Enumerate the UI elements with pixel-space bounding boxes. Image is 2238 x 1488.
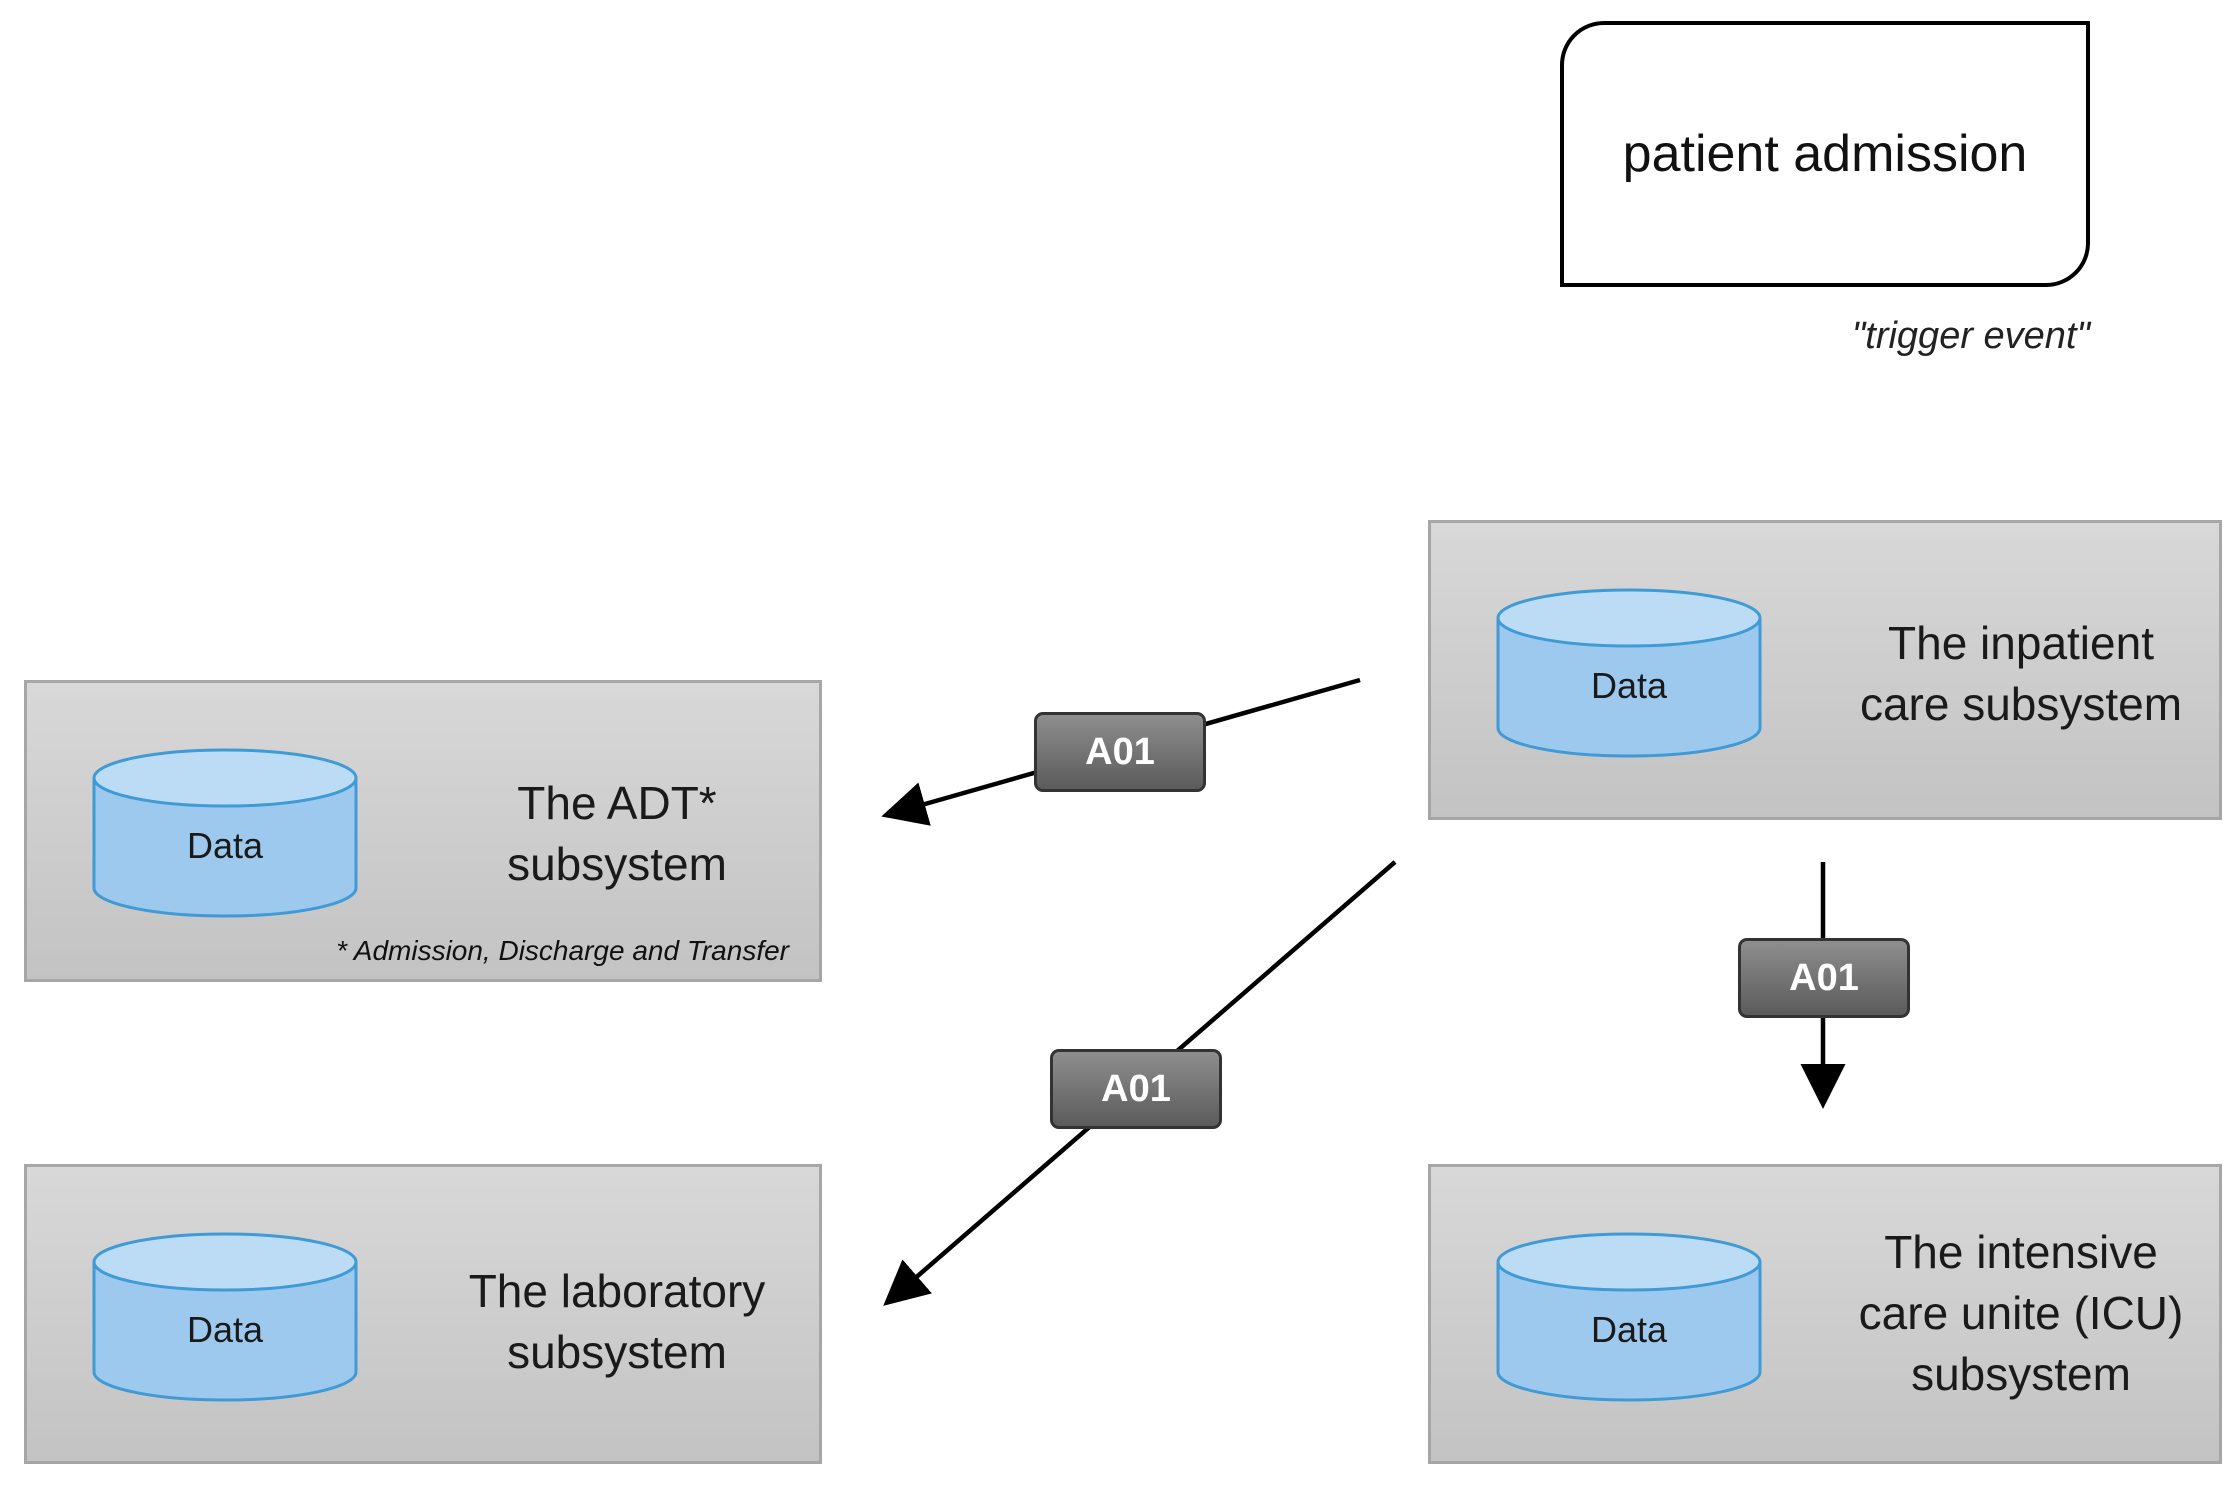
icu-subsystem-name: The intensive care unite (ICU) subsystem — [1811, 1222, 2231, 1405]
trigger-event-caption: "trigger event" — [1851, 315, 2090, 357]
trigger-event-box: patient admission — [1560, 21, 2090, 287]
adt-name-line1: The ADT* — [517, 777, 717, 829]
database-label: Data — [187, 825, 264, 866]
adt-subsystem: Data The ADT* subsystem * Admission, Dis… — [24, 680, 822, 982]
laboratory-subsystem-name: The laboratory subsystem — [407, 1261, 827, 1383]
adt-subsystem-name: The ADT* subsystem — [407, 773, 827, 895]
database-label: Data — [187, 1309, 264, 1350]
message-tag-a01-laboratory: A01 — [1050, 1049, 1222, 1129]
icu-subsystem: Data The intensive care unite (ICU) subs… — [1428, 1164, 2222, 1464]
inpatient-name-line1: The inpatient — [1888, 617, 2154, 669]
inpatient-care-subsystem: Data The inpatient care subsystem — [1428, 520, 2222, 820]
database-cylinder-icon: Data — [1496, 1232, 1762, 1402]
icu-name-line3: subsystem — [1911, 1348, 2131, 1400]
icu-name-line2: care unite (ICU) — [1858, 1287, 2184, 1339]
laboratory-name-line2: subsystem — [507, 1326, 727, 1378]
laboratory-subsystem: Data The laboratory subsystem — [24, 1164, 822, 1464]
inpatient-subsystem-name: The inpatient care subsystem — [1811, 613, 2231, 735]
adt-footnote: * Admission, Discharge and Transfer — [336, 935, 789, 966]
message-tag-a01-icu: A01 — [1738, 938, 1910, 1018]
database-label: Data — [1591, 665, 1668, 706]
message-tag-a01-adt: A01 — [1034, 712, 1206, 792]
icu-name-line1: The intensive — [1884, 1226, 2158, 1278]
inpatient-name-line2: care subsystem — [1859, 678, 2183, 730]
database-cylinder-icon: Data — [1496, 588, 1762, 758]
laboratory-name-line1: The laboratory — [468, 1265, 766, 1317]
database-cylinder-icon: Data — [92, 1232, 358, 1402]
database-label: Data — [1591, 1309, 1668, 1350]
trigger-event-label: patient admission — [1622, 125, 2028, 183]
adt-name-line2: subsystem — [507, 838, 727, 890]
database-cylinder-icon: Data — [92, 748, 358, 918]
